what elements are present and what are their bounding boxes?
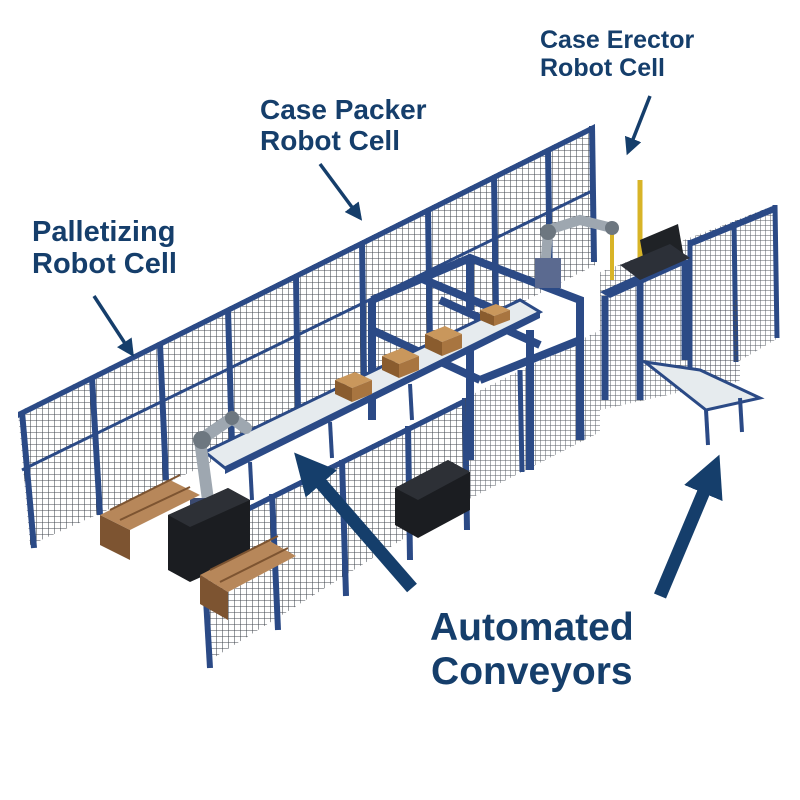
case-erector-label-line1: Case Erector: [540, 26, 695, 54]
case-erector-frame: [600, 180, 690, 400]
control-cabinet-icon: [395, 460, 470, 538]
conveyors-label-line1: Automated: [430, 606, 634, 649]
case-erector-robot-cell-label: Case Erector Robot Cell: [540, 26, 694, 82]
palletizing-label-line1: Palletizing: [32, 216, 176, 248]
cardboard-box-icon: [480, 304, 510, 326]
arrow-icon: [294, 452, 723, 599]
cardboard-box-icon: [335, 372, 372, 402]
case-packer-label-line2: Robot Cell: [260, 125, 400, 157]
conveyor-icon: [639, 359, 765, 446]
automated-conveyors-label: Automated Conveyors: [430, 606, 634, 693]
arrow-icon: [92, 95, 652, 357]
case-erector-label-line2: Robot Cell: [540, 54, 665, 82]
robot-arm-icon: [535, 214, 619, 288]
palletizing-label-line2: Robot Cell: [32, 248, 177, 281]
pallet-icon: [200, 535, 296, 620]
cardboard-box-icon: [425, 326, 462, 356]
cardboard-box-icon: [382, 348, 419, 378]
pallet-icon: [100, 474, 200, 560]
palletizing-robot-cell-label: Palletizing Robot Cell: [32, 216, 177, 281]
control-cabinet-icon: [168, 488, 250, 582]
case-packer-robot-cell-label: Case Packer Robot Cell: [260, 94, 427, 157]
case-packer-label-line1: Case Packer: [260, 94, 427, 125]
conveyors-label-line2: Conveyors: [431, 649, 633, 693]
safety-fence-icon: [18, 124, 597, 549]
